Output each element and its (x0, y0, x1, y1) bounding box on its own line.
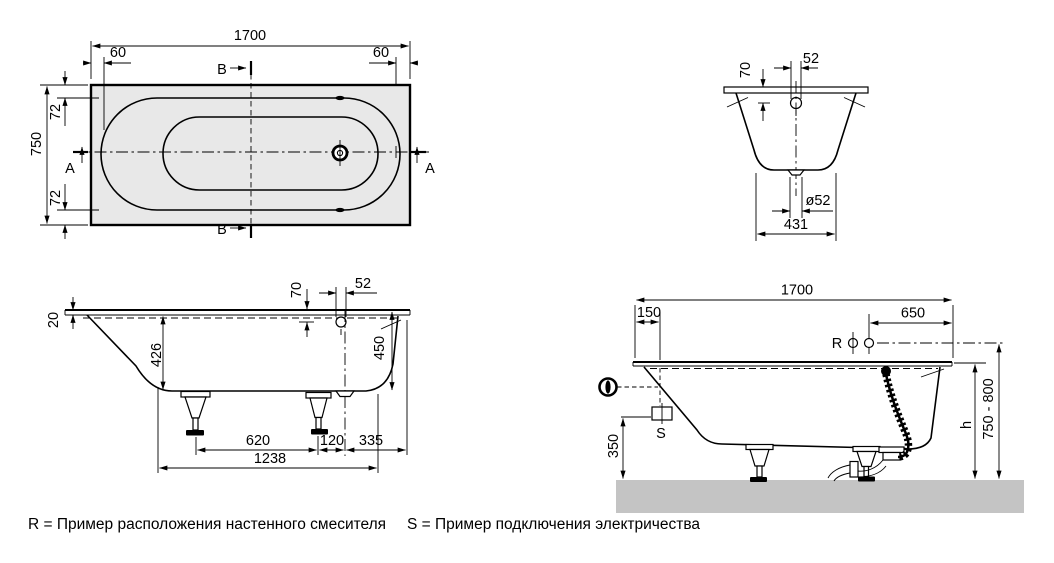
tub-basin-plan (162, 116, 379, 191)
section-marker-a-left: A (65, 161, 75, 177)
tap-symbol (863, 337, 875, 349)
legend-s-label: S = Пример подключения электричества (407, 516, 700, 533)
dim-section-drain-diameter: ø52 (806, 193, 831, 209)
overflow-hole-side (335, 316, 347, 328)
dim-section-overflow-width: 52 (803, 51, 819, 67)
cross-section-view: 52 70 ø52 431 (723, 51, 869, 241)
dim-install-height-symbol: h (959, 421, 975, 429)
section-marker-a-right: A (425, 161, 435, 177)
dim-plan-offset-right: 60 (373, 45, 389, 61)
legend: R = Пример расположения настенного смеси… (28, 516, 700, 533)
drain-flange (878, 446, 905, 454)
dim-side-depth: 450 (372, 336, 388, 360)
foot-plate (745, 443, 774, 451)
grip-mark-top (335, 95, 345, 101)
dim-side-overflow-width: 52 (355, 276, 371, 292)
dim-side-base-length: 1238 (254, 451, 286, 467)
drain-body (882, 451, 901, 461)
dim-install-socket-height: 350 (606, 434, 622, 458)
tub-outline-plan (89, 83, 412, 227)
socket-label: S (656, 426, 666, 442)
side-section-view: 20 426 70 52 450 620 120 335 1238 (46, 276, 411, 473)
dim-side-overflow-drop: 70 (289, 282, 305, 298)
installation-view: 1700 150 650 R S 350 h 750 - 800 (598, 283, 1024, 513)
drain-fitting (334, 390, 356, 398)
dim-install-length: 1700 (781, 283, 813, 299)
dim-side-inner-depth: 426 (149, 343, 165, 367)
plan-view: 1700 60 60 750 72 72 B B A A (29, 28, 435, 239)
dim-side-rim-height: 20 (46, 312, 62, 328)
dim-install-end-offset: 150 (637, 305, 661, 321)
foot-pad (858, 476, 875, 482)
foot-plate (852, 445, 881, 453)
foot-pad (186, 430, 204, 436)
tap-symbol-label: R (832, 336, 842, 352)
overflow-hose (884, 373, 910, 459)
foot-plate (180, 390, 211, 398)
grip-mark-bottom (335, 207, 345, 213)
dim-plan-edge-bottom: 72 (48, 190, 64, 206)
tub-rim-plan (100, 97, 401, 211)
section-marker-b-top: B (217, 62, 227, 78)
dim-side-foot-to-drain: 120 (320, 433, 344, 449)
floor-slab (616, 480, 1024, 513)
section-marker-b-bottom: B (217, 222, 227, 238)
drain-stub (786, 169, 806, 176)
legend-r-label: R = Пример расположения настенного смеси… (28, 516, 386, 533)
dim-plan-length: 1700 (234, 28, 266, 44)
dim-side-feet-span: 620 (246, 433, 270, 449)
overflow-knob (881, 366, 891, 376)
dim-plan-offset-left: 60 (110, 45, 126, 61)
dim-plan-width: 750 (29, 132, 45, 156)
dim-install-tap-span: 650 (901, 306, 925, 322)
dim-section-overflow-drop: 70 (738, 62, 754, 78)
dim-side-drain-to-end: 335 (359, 433, 383, 449)
foot-plate (305, 391, 332, 399)
dim-plan-edge-top: 72 (48, 104, 64, 120)
dim-section-bottom-width: 431 (784, 217, 808, 233)
pipe-coupling (849, 460, 859, 478)
foot-pad (311, 429, 328, 435)
foot-pad (750, 477, 767, 482)
dim-install-height-range: 750 - 800 (981, 378, 997, 439)
